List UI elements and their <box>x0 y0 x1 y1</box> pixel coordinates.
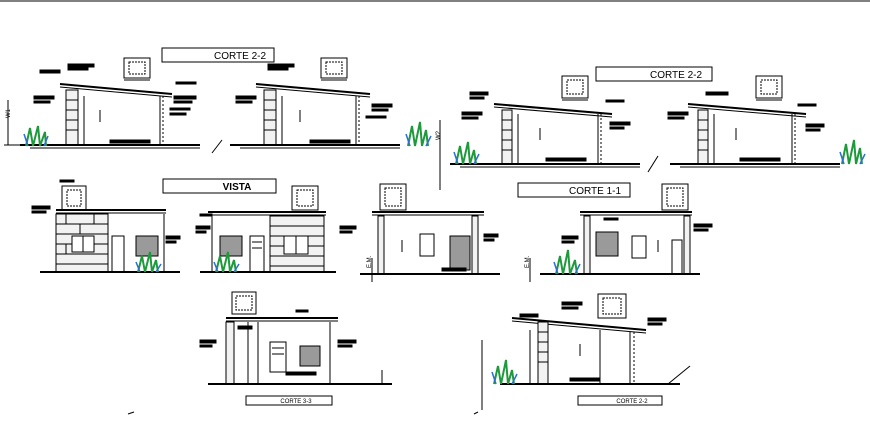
title-corte-3-3: CORTE 3-3 <box>245 395 333 406</box>
plant-symbol-4 <box>839 139 866 165</box>
plant-symbol-8 <box>491 359 518 385</box>
plant-symbol-7 <box>553 249 581 275</box>
title-corte-2-2-top: CORTE 2-2 <box>161 47 275 63</box>
stray-mark-1 <box>127 411 135 415</box>
dimension-label-w1: W1 <box>6 108 12 118</box>
section-drawing-8 <box>481 293 691 410</box>
elevation-drawing-1 <box>31 179 181 273</box>
title-corte-3-3-text: CORTE 3-3 <box>280 399 312 405</box>
section-drawing-6 <box>529 183 713 282</box>
title-vista-text: VISTA <box>223 182 252 193</box>
section-drawing-2 <box>230 57 400 149</box>
title-corte-2-2-bottom-text: CORTE 2-2 <box>616 399 648 405</box>
title-vista: VISTA <box>162 178 277 194</box>
dimension-label-e2: E.M. <box>525 255 531 268</box>
plant-symbol-3 <box>453 141 480 165</box>
plant-symbol-5 <box>135 251 162 273</box>
title-corte-1-1-text: CORTE 1-1 <box>569 186 621 197</box>
title-corte-2-2-right-text: CORTE 2-2 <box>650 70 702 81</box>
section-drawing-3 <box>439 75 659 190</box>
section-drawing-4 <box>667 75 840 168</box>
dimension-label-e1: E.M. <box>367 255 373 268</box>
plant-symbol-1 <box>23 125 49 147</box>
section-drawing-5 <box>339 183 500 282</box>
dimension-label-w2: W2 <box>436 130 442 140</box>
section-drawing-7 <box>199 291 392 385</box>
plant-symbol-2 <box>405 121 432 147</box>
title-corte-2-2-right: CORTE 2-2 <box>595 66 713 82</box>
title-corte-2-2-top-text: CORTE 2-2 <box>214 51 266 62</box>
elevation-drawing-2 <box>195 185 336 273</box>
stray-mark-2 <box>473 411 479 415</box>
plant-symbol-6 <box>213 251 240 273</box>
section-drawing-1 <box>4 57 223 154</box>
title-corte-2-2-bottom: CORTE 2-2 <box>577 395 663 406</box>
title-corte-1-1: CORTE 1-1 <box>517 182 631 198</box>
